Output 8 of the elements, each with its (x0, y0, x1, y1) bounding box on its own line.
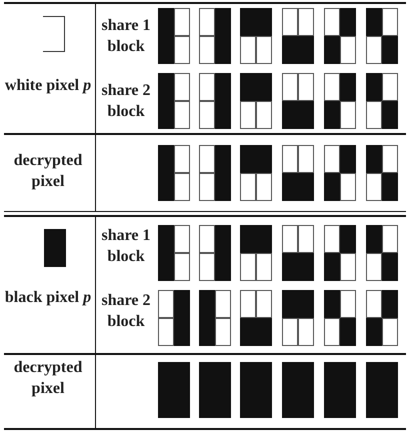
row-header: black pixel p (4, 288, 92, 308)
row-header: decrypted pixel (12, 151, 84, 192)
row-label: share 1 block (100, 226, 152, 267)
row-header: decrypted pixel (12, 358, 84, 399)
row-label: share 2 block (100, 291, 152, 332)
row-label: share 1 block (100, 16, 152, 57)
row-label: share 2 block (100, 81, 152, 122)
row-header: white pixel p (4, 76, 92, 96)
